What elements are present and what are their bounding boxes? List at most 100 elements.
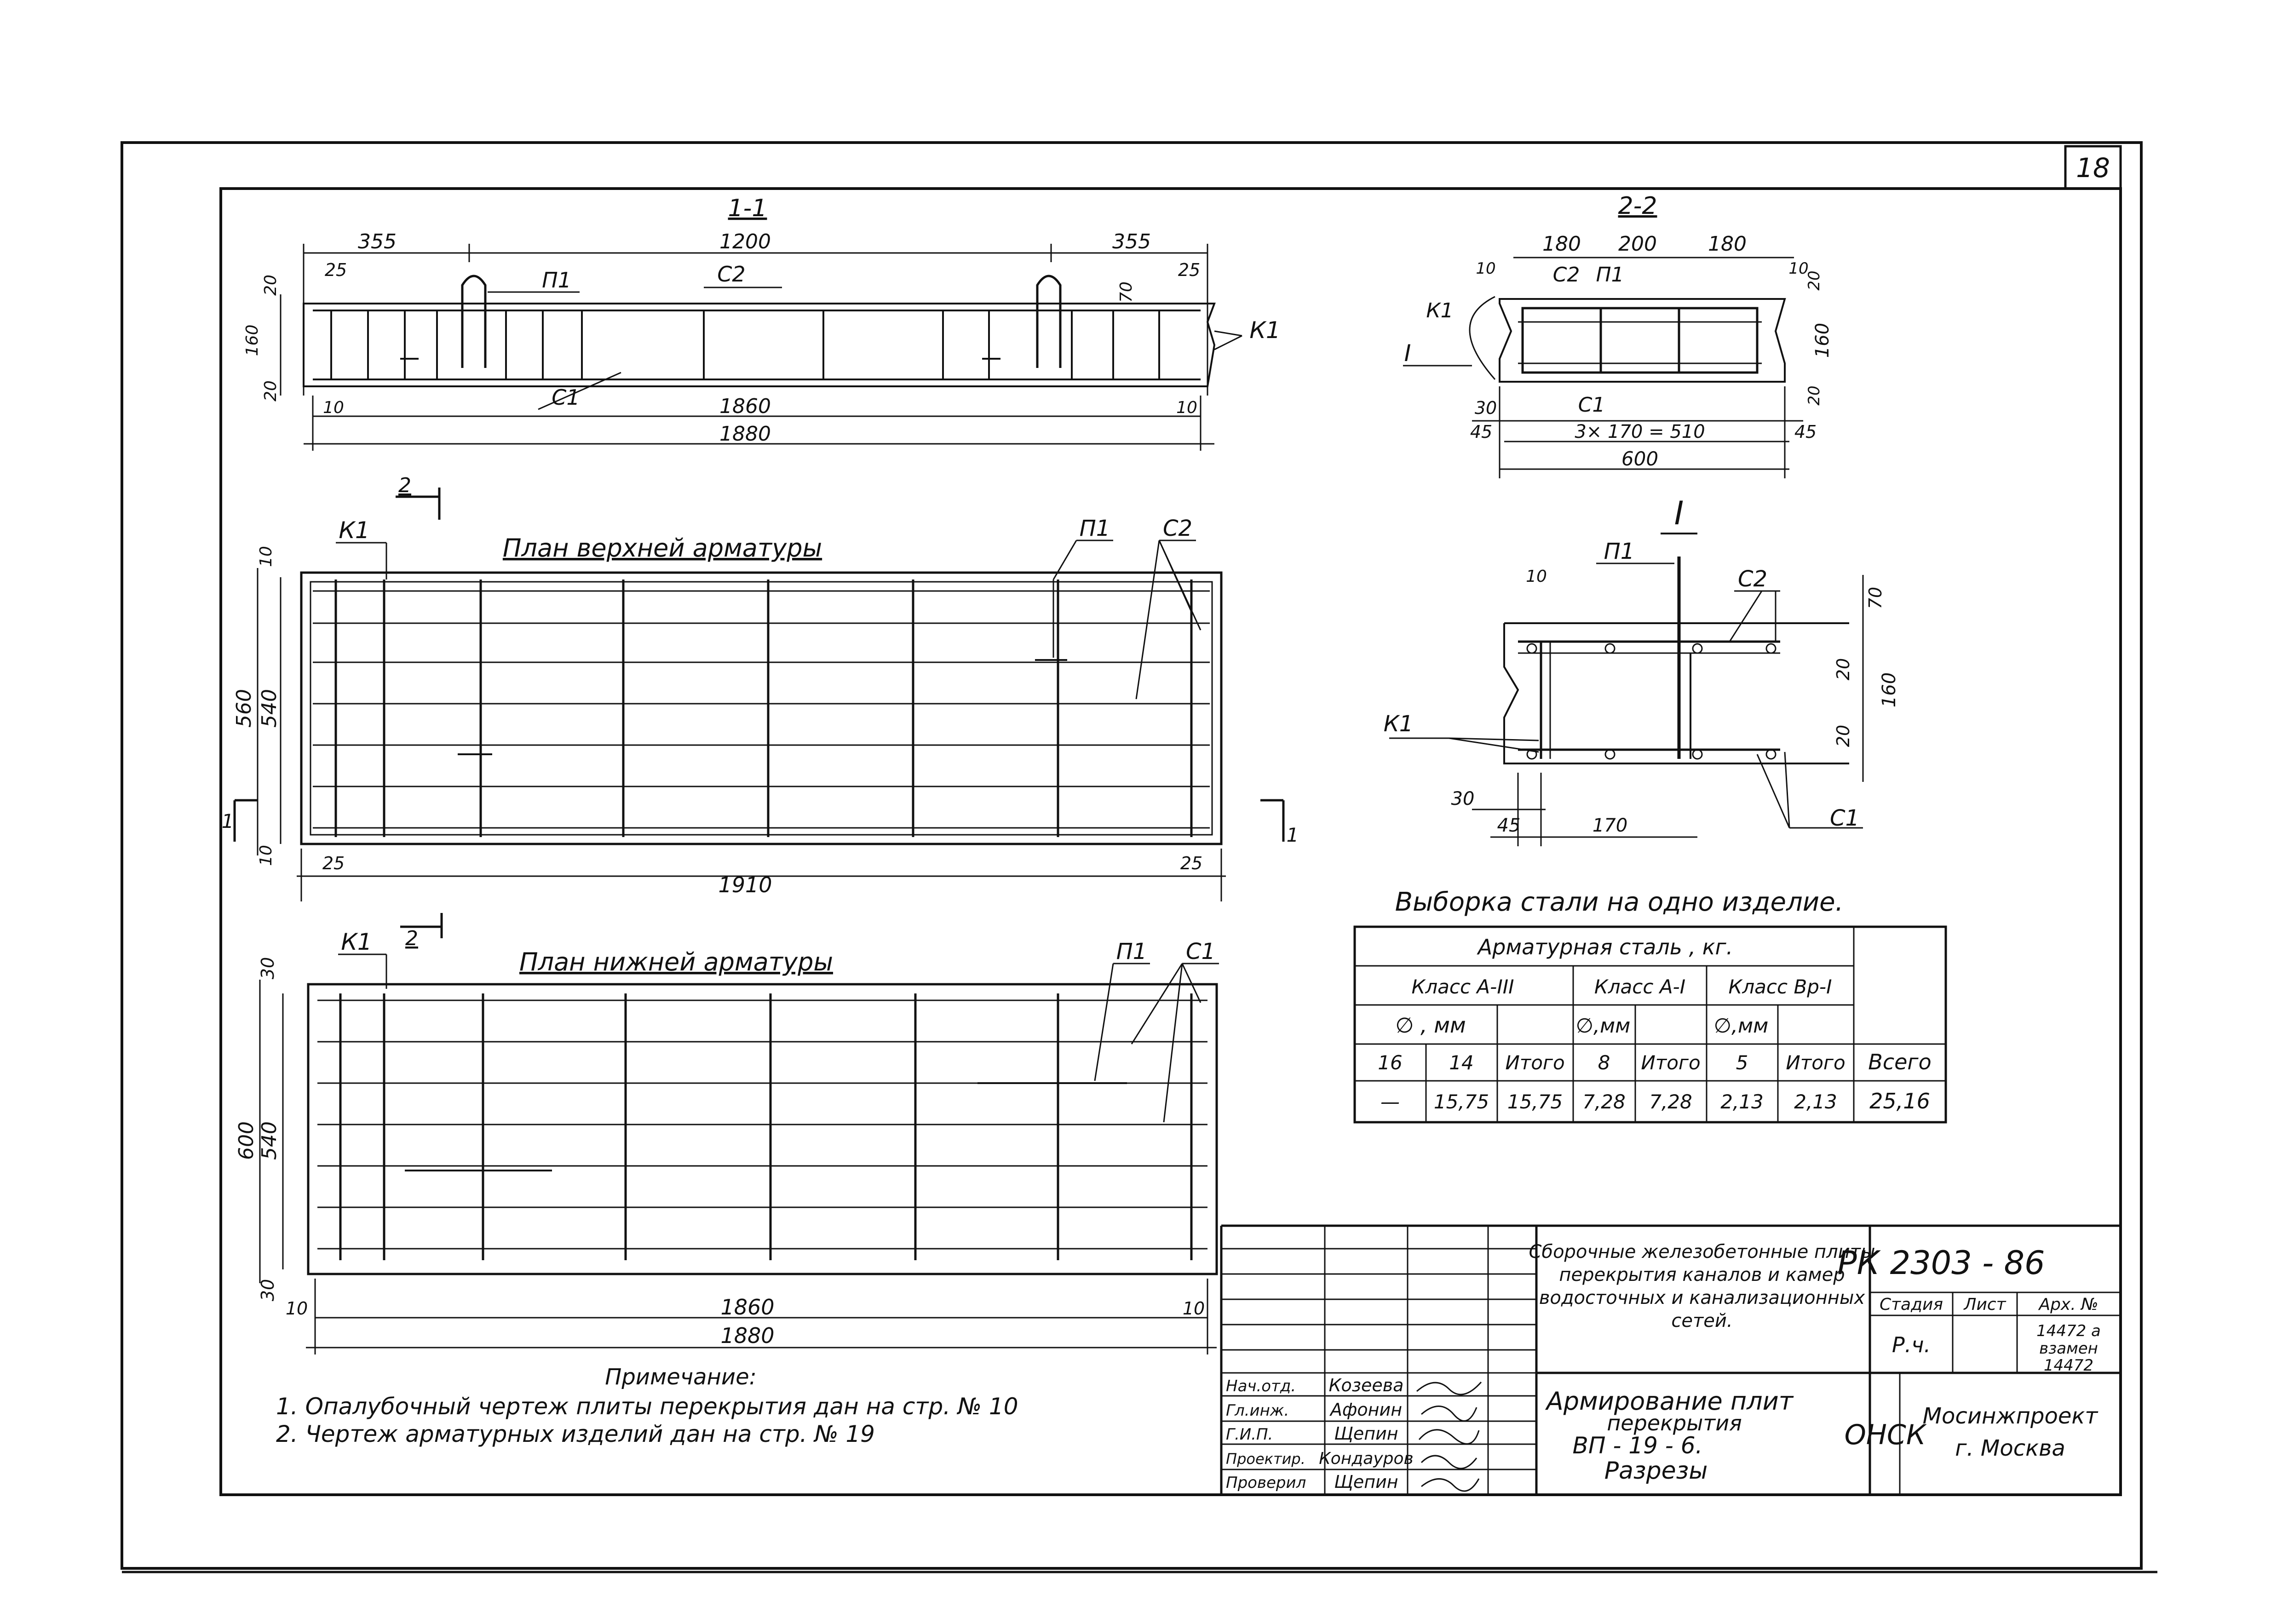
label-p1: П1 [1596,263,1624,287]
label-c1: С1 [1186,939,1215,964]
label-p1: П1 [542,268,571,293]
archive-line-0: 14472 а [2036,1322,2101,1340]
dim-10-left: 10 [323,398,344,417]
label-k1: К1 [341,929,372,955]
label-c1: С1 [1830,805,1859,831]
dim-30: 30 [1475,398,1497,418]
top-plan: План верхней арматуры К1 2 П1 С2 [222,474,1299,901]
table-d5: 5 [1736,1051,1748,1074]
signatures [1416,1382,1482,1492]
drawing-line-0: Армирование плит [1545,1387,1794,1416]
dim-20-top: 20 [261,275,280,296]
dim-25-left: 25 [325,260,347,280]
table-total-a1: Итого [1641,1051,1700,1074]
table-val-14: 15,75 [1434,1090,1489,1113]
label-node: I [1404,340,1411,367]
dim-10-bottom: 10 [257,845,276,866]
dim-180-left: 180 [1542,232,1581,256]
table-total-bp1: Итого [1786,1051,1845,1074]
label-k1: К1 [339,517,369,544]
dim-600: 600 [235,1121,258,1160]
top-plan-title: План верхней арматуры [503,534,822,562]
role-4: Проверил [1226,1474,1306,1492]
table-grand-total: Всего [1868,1050,1931,1074]
note-2: 2. Чертеж арматурных изделий дан на стр.… [276,1421,875,1447]
bottom-plan: План нижней арматуры К1 2 П1 С1 [235,913,1219,1354]
dim-10: 10 [1526,567,1547,586]
table-val-5: 2,13 [1720,1090,1764,1113]
dim-560: 560 [232,689,256,728]
archive-line-1: взамен [2039,1339,2098,1358]
dim-600: 600 [1621,448,1658,470]
table-val-8: 7,28 [1582,1090,1626,1113]
label-c1: С1 [552,385,580,410]
table-val-total-a1: 7,28 [1649,1090,1692,1113]
dim-160: 160 [1879,672,1900,707]
dim-10-right: 10 [1183,1298,1205,1319]
archive-line-2: 14472 [2044,1356,2093,1375]
dim-70: 70 [1865,587,1886,609]
dim-45-right: 45 [1794,422,1817,442]
table-class-a1: Класс А-I [1594,976,1685,998]
role-1: Гл.инж. [1226,1401,1289,1420]
dim-1880: 1880 [720,1323,774,1348]
dim-355-left: 355 [358,230,397,253]
table-val-16: — [1380,1090,1400,1113]
name-1: Афонин [1329,1400,1402,1420]
table-class-a3: Класс А-III [1412,976,1514,998]
dim-30: 30 [1451,788,1475,809]
role-3: Проектир. [1226,1450,1305,1468]
dim-200: 200 [1618,232,1657,256]
table-diam-a1: ∅,мм [1576,1014,1631,1038]
drawing-line-1: перекрытия [1607,1411,1742,1435]
col-stage: Стадия [1880,1295,1943,1314]
project-line-3: сетей. [1671,1310,1732,1331]
cut-2: 2 [398,474,411,497]
note-1: 1. Опалубочный чертеж плиты перекрытия д… [276,1393,1018,1420]
dim-160: 160 [1812,323,1833,358]
dim-10-right: 10 [1176,398,1197,417]
dim-45-left: 45 [1470,422,1492,442]
dim-25-left: 25 [322,853,345,873]
dim-30-bottom: 30 [258,1279,278,1301]
label-c1: С1 [1578,393,1605,417]
cut-1-left: 1 [222,810,234,832]
dim-1880: 1880 [719,422,771,446]
steel-table: Выборка стали на одно изделие. Арматурна… [1353,887,1947,1124]
dim-45: 45 [1497,815,1521,836]
notes: Примечание: 1. Опалубочный чертеж плиты … [276,1364,1018,1447]
label-p1: П1 [1116,939,1147,964]
label-c2: С2 [717,262,745,287]
dim-1860: 1860 [719,395,771,418]
section-2-2: 2-2 180 200 180 10 10 К1 С2 П1 I С1 20 1… [1403,192,1833,478]
project-line-1: перекрытия каналов и камер [1559,1264,1845,1285]
doc-code: РК 2303 - 86 [1837,1244,2045,1282]
cut-2: 2 [405,927,418,950]
dim-25-right: 25 [1180,853,1202,873]
dim-1910: 1910 [718,872,772,897]
cut-1-right: 1 [1287,824,1299,846]
label-c2: С2 [1553,263,1580,287]
table-class-bp1: Класс Вр-I [1729,976,1832,998]
col-archive: Арх. № [2038,1295,2098,1314]
section-1-1-title: 1-1 [728,195,767,222]
dim-3x170: 3× 170 = 510 [1575,421,1705,442]
detail-I-title: I [1674,494,1684,532]
label-k1: К1 [1384,711,1414,737]
steel-table-caption: Выборка стали на одно изделие. [1395,887,1844,917]
table-total-a3: Итого [1505,1051,1564,1074]
dim-10-right: 10 [1788,259,1808,278]
name-4: Щепин [1334,1472,1398,1492]
role-2: Г.И.П. [1226,1425,1273,1444]
dim-160: 160 [243,325,262,356]
dim-540: 540 [258,1121,281,1160]
table-d14: 14 [1449,1051,1473,1074]
title-block: Нач.отд. Гл.инж. Г.И.П. Проектир. Провер… [1220,1224,2121,1495]
table-diam-bp1: ∅,мм [1714,1014,1769,1038]
dim-20-top: 20 [1833,658,1853,680]
dim-30-top: 30 [258,957,278,979]
dim-1200: 1200 [719,230,771,253]
dim-180-right: 180 [1708,232,1747,256]
col-sheet: Лист [1963,1295,2006,1314]
